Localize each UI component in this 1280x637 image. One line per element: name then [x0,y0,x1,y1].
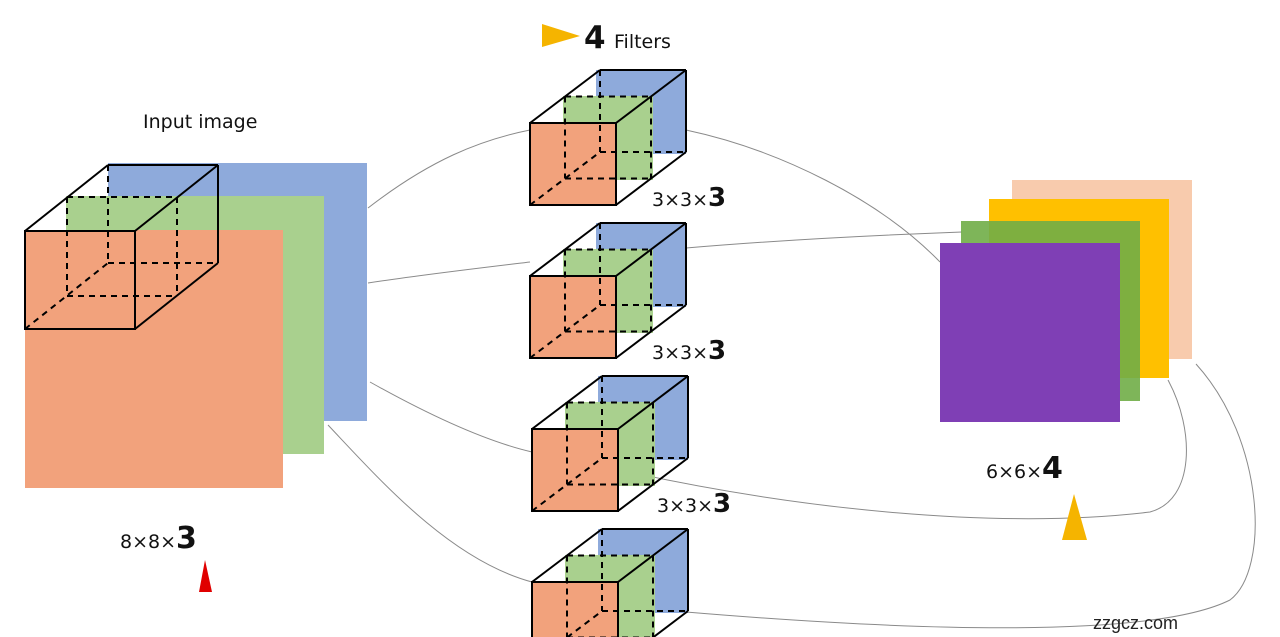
filters-count: 4 [584,20,606,56]
input-volume: Input image 8×8×3 [24,111,367,592]
input-title: Input image [143,111,257,133]
connector-input-filter-3 [369,381,533,453]
filter-cube: 3×3×3 [529,222,726,366]
filter-cube-edges [531,375,689,512]
watermark: zzgcz.com [1093,613,1179,633]
output-dims: 6×6×4 [986,451,1063,486]
filter-cube: 3×3×3 [531,375,731,519]
filter-channel-red [530,123,616,205]
connector-input-filter-1 [367,129,531,209]
connector-filter-1-output [685,129,941,263]
filter-channel-red [530,276,616,358]
filters-marker [542,24,580,47]
input-channel-red [25,230,283,488]
input-dims-prefix: 8×8× [120,531,176,553]
filter-list: 3×3×33×3×33×3×3 [529,69,731,637]
input-dims: 8×8×3 [120,521,197,556]
filter-dims-prefix: 3×3× [652,189,708,211]
filter-channel-red [532,429,618,511]
input-depth: 3 [176,521,197,556]
output-volume: 6×6×4 [940,180,1192,540]
filter-dims-prefix: 3×3× [657,495,713,517]
connector-input-filter-4 [327,424,533,583]
filter-depth: 3 [708,336,726,366]
filter-cube-edges [529,69,687,206]
input-depth-marker [199,560,212,592]
connector-input-filter-2 [367,261,531,284]
filter-cube-edges [529,222,687,359]
filter-dims-prefix: 3×3× [652,342,708,364]
filter-cube [531,528,689,637]
filters-count-label: Filters [614,31,671,53]
connector-filter-2-output [685,231,963,249]
filter-dims: 3×3×3 [657,489,731,519]
output-channel-1 [940,243,1120,422]
filter-dims: 3×3×3 [652,336,726,366]
output-depth-marker [1062,494,1087,540]
output-depth: 4 [1042,451,1063,486]
filter-depth: 3 [708,183,726,213]
input-receptive-field-cube [24,164,219,330]
output-dims-prefix: 6×6× [986,461,1042,483]
filter-cube-edges [531,528,689,637]
filters-header: 4 Filters [542,20,671,56]
filter-depth: 3 [713,489,731,519]
filter-cube: 3×3×3 [529,69,726,213]
connector-filter-4-output [685,363,1256,629]
filter-channel-red [532,582,618,637]
filter-dims: 3×3×3 [652,183,726,213]
